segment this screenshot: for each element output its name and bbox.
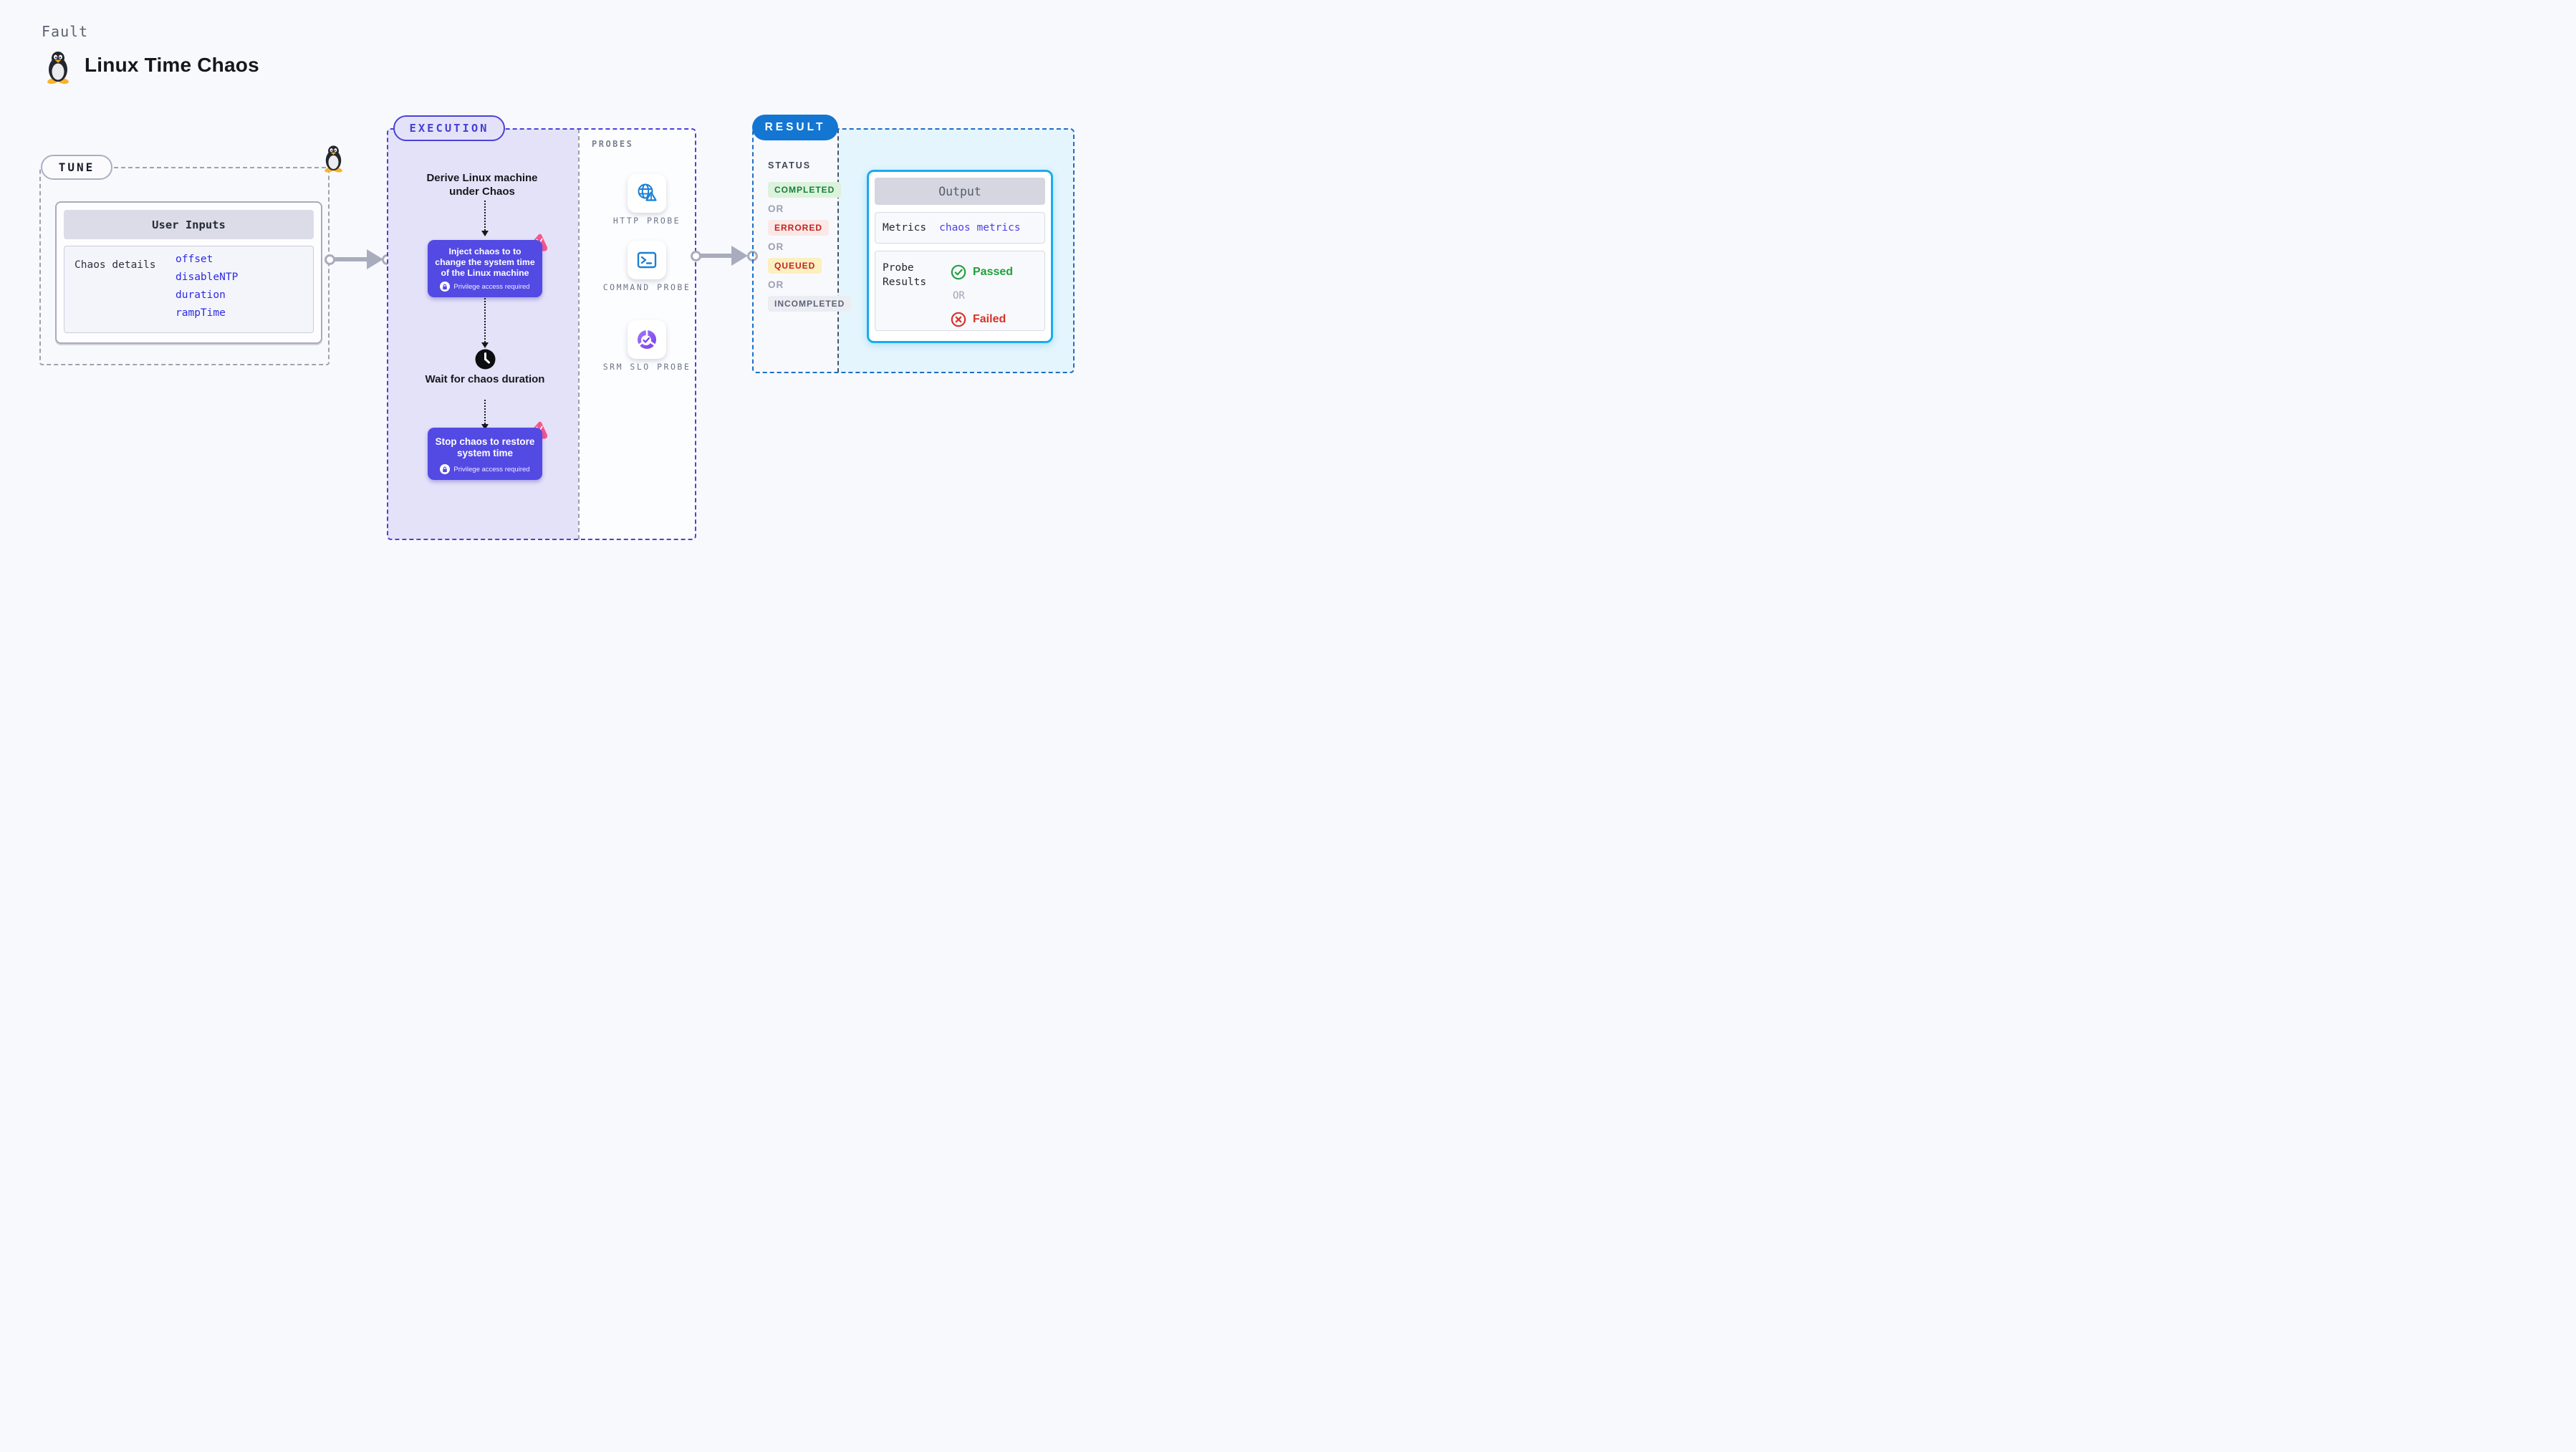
clock-icon xyxy=(475,349,496,370)
inject-chaos-text: Inject chaos to to change the system tim… xyxy=(435,246,535,278)
param-duration[interactable]: duration xyxy=(176,289,226,301)
or-label: OR xyxy=(768,279,784,290)
probe-results-label: Probe Results xyxy=(883,262,927,288)
execution-region xyxy=(387,128,696,540)
http-probe-label: HTTP PROBE xyxy=(612,216,681,226)
status-incompleted: INCOMPLETED xyxy=(768,296,852,312)
output-title: Output xyxy=(875,178,1045,205)
command-probe-card xyxy=(628,241,666,279)
or-label: OR xyxy=(768,203,784,214)
execution-badge: EXECUTION xyxy=(393,115,505,141)
user-inputs-card: User Inputs Chaos details offset disable… xyxy=(55,201,322,344)
chaos-details-label: Chaos details xyxy=(75,259,156,271)
result-badge: RESULT xyxy=(752,115,838,140)
terminal-icon xyxy=(635,249,658,271)
user-inputs-title: User Inputs xyxy=(64,210,314,239)
metrics-label: Metrics xyxy=(883,222,927,234)
tune-region xyxy=(39,167,330,365)
probe-results-row: Probe Results Passed OR xyxy=(875,251,1045,331)
param-offset[interactable]: offset xyxy=(176,254,213,265)
inject-chaos-step: Inject chaos to to change the system tim… xyxy=(428,240,542,298)
stop-privilege-note: Privilege access required xyxy=(453,465,530,473)
srm-slo-probe-card xyxy=(628,320,666,359)
passed-label: Passed xyxy=(973,266,1014,278)
probes-title: PROBES xyxy=(592,139,634,149)
x-circle-icon xyxy=(951,312,966,327)
chaos-details-table: Chaos details offset disableNTP duration… xyxy=(64,246,314,333)
tune-badge: TUNE xyxy=(41,155,112,180)
probe-passed-item: Passed xyxy=(951,264,1013,280)
or-label: OR xyxy=(768,241,784,252)
arrowhead xyxy=(367,249,383,269)
result-region xyxy=(752,128,1075,373)
lock-icon xyxy=(440,282,451,292)
lock-icon xyxy=(440,464,451,475)
param-disablentp[interactable]: disableNTP xyxy=(176,271,239,283)
fault-eyebrow: Fault xyxy=(42,23,89,40)
probe-failed-item: Failed xyxy=(951,312,1006,327)
status-completed: COMPLETED xyxy=(768,182,842,198)
status-queued: QUEUED xyxy=(768,258,822,274)
flow-dotted-line xyxy=(484,298,486,342)
output-panel: Output Metrics chaos metrics Probe Resul… xyxy=(867,170,1053,343)
wait-step-label: Wait for chaos duration xyxy=(425,373,545,385)
arrowhead xyxy=(731,246,748,266)
diagram-canvas: Fault Linux Time Chaos TUNE xyxy=(0,0,1103,633)
flow-dotted-line xyxy=(484,400,486,424)
metrics-row: Metrics chaos metrics xyxy=(875,212,1045,244)
srm-slo-probe-label: SRM SLO PROBE xyxy=(602,362,691,372)
status-list: COMPLETED OR ERRORED OR QUEUED OR INCOMP… xyxy=(768,182,852,312)
flow-dotted-line xyxy=(484,201,486,231)
tune-to-execution-arrow xyxy=(334,257,368,261)
stop-chaos-step: Stop chaos to restore system time Privil… xyxy=(428,428,542,481)
execution-to-result-arrow xyxy=(700,254,733,258)
derive-step-label: Derive Linux machine under Chaos xyxy=(426,172,538,198)
globe-alert-icon xyxy=(635,181,659,206)
param-ramptime[interactable]: rampTime xyxy=(176,307,226,319)
metrics-value-link[interactable]: chaos metrics xyxy=(939,222,1021,234)
inject-privilege-note: Privilege access required xyxy=(453,282,530,291)
flow-arrowhead xyxy=(481,342,489,348)
slo-donut-check-icon xyxy=(635,327,659,352)
http-probe-card xyxy=(628,174,666,213)
or-label: OR xyxy=(953,290,965,302)
status-errored: ERRORED xyxy=(768,220,830,236)
flow-arrowhead xyxy=(481,231,489,236)
check-circle-icon xyxy=(951,264,966,280)
tux-penguin-icon xyxy=(44,51,72,84)
stop-chaos-text: Stop chaos to restore system time xyxy=(435,436,535,459)
page-title: Linux Time Chaos xyxy=(85,54,259,76)
failed-label: Failed xyxy=(973,313,1006,325)
flow-arrowhead xyxy=(481,424,489,430)
tux-penguin-small-icon xyxy=(322,145,345,173)
command-probe-label: COMMAND PROBE xyxy=(602,282,691,292)
status-title: STATUS xyxy=(768,160,812,170)
